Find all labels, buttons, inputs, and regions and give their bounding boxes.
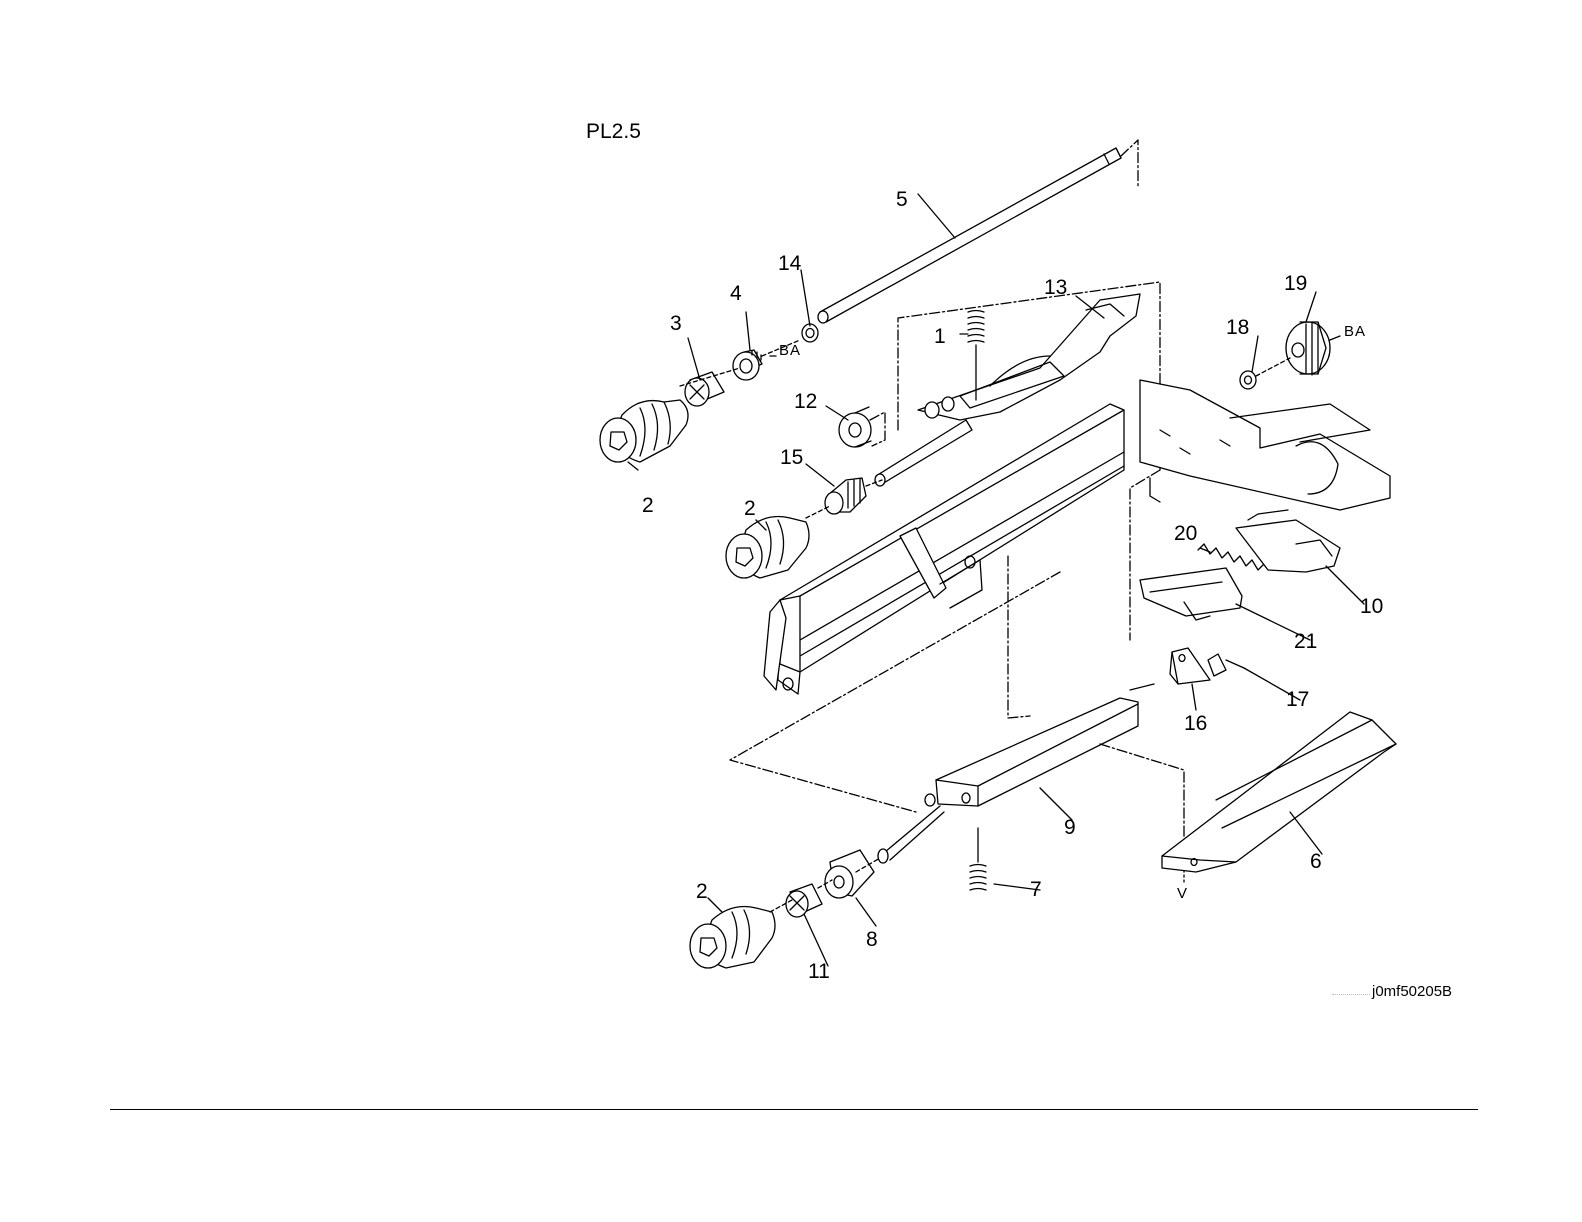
marker-ba-left: BA (779, 342, 801, 359)
guide-plate-part-6 (1162, 712, 1396, 872)
bearing-part-4 (733, 350, 762, 380)
bushing-part-18 (1240, 371, 1256, 389)
callout-15: 15 (780, 446, 803, 469)
callout-4: 4 (730, 282, 742, 305)
roller-assembly-part-9 (878, 684, 1154, 863)
callout-5: 5 (896, 188, 908, 211)
callout-18: 18 (1226, 316, 1249, 339)
roller-part-12 (839, 407, 871, 447)
marker-v: V (1177, 885, 1188, 902)
callout-13: 13 (1044, 276, 1067, 299)
spring-part-1 (968, 311, 984, 401)
spring-part-7 (970, 828, 986, 890)
callout-21: 21 (1294, 630, 1317, 653)
ring-part-14 (802, 324, 818, 342)
footer-rule (110, 1109, 1478, 1110)
callout-7: 7 (1030, 878, 1042, 901)
callout-9: 9 (1064, 816, 1076, 839)
figure-id-leader (1332, 994, 1370, 995)
callout-10: 10 (1360, 595, 1383, 618)
bushing-part-2-middle (726, 517, 809, 579)
callout-2-bottom: 2 (696, 880, 708, 903)
callout-2-top: 2 (642, 494, 654, 517)
marker-ba-right: BA (1344, 323, 1366, 340)
callout-1: 1 (934, 325, 946, 348)
callout-3: 3 (670, 312, 682, 335)
handle-part-21 (1140, 568, 1242, 620)
callout-8: 8 (866, 928, 878, 951)
bearing-part-8 (825, 850, 874, 898)
figure-id: j0mf50205B (1372, 983, 1452, 1000)
callout-19: 19 (1284, 272, 1307, 295)
side-frame (1140, 380, 1390, 510)
latch-part-10 (1236, 510, 1340, 572)
callout-2-middle: 2 (744, 497, 756, 520)
callout-6: 6 (1310, 850, 1322, 873)
shaft-part-5 (818, 148, 1121, 323)
callout-14: 14 (778, 252, 802, 275)
callout-11: 11 (808, 960, 830, 983)
callout-16: 16 (1184, 712, 1207, 735)
callout-20: 20 (1174, 522, 1197, 545)
coupling-part-3 (685, 372, 724, 406)
callout-labels: 1 2 2 2 3 4 5 6 7 8 9 10 11 12 13 14 15 … (642, 188, 1383, 983)
callout-12: 12 (794, 390, 817, 413)
bushing-part-2-top (600, 400, 688, 462)
callout-17: 17 (1286, 688, 1309, 711)
gear-part-19 (1286, 322, 1330, 375)
bushing-part-2-bottom (690, 907, 775, 969)
screw-part-17 (1208, 654, 1244, 676)
bracket-part-16 (1170, 648, 1210, 684)
